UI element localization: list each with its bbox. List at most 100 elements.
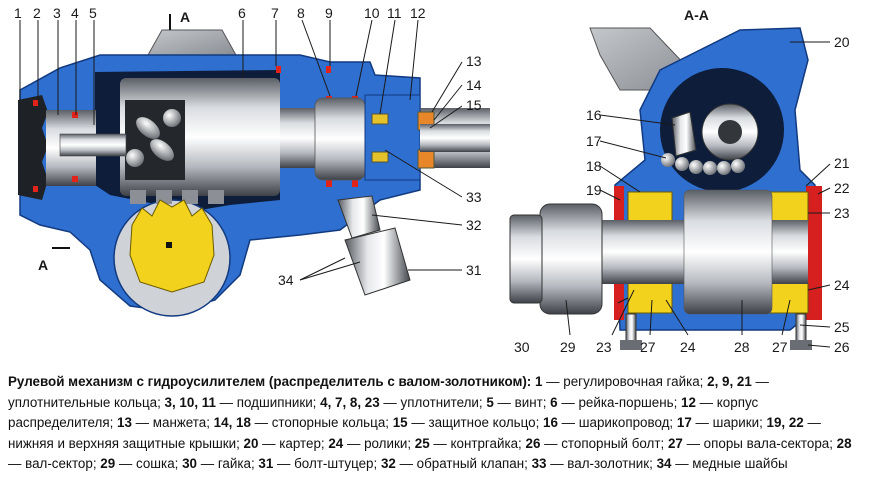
caption-item-number: 19, 22 [766, 415, 804, 430]
caption-item-text: — опоры вала-сектора; [682, 435, 837, 451]
caption-item-number: 25 [414, 435, 430, 451]
label-26: 26 [834, 339, 850, 355]
caption-title: Рулевой механизм с гидроусилителем (расп… [8, 374, 532, 389]
caption-item-number: 3, 10, 11 [164, 394, 216, 410]
caption-item-text: — шарики; [691, 415, 767, 430]
label-23-left: 23 [596, 339, 612, 355]
caption-item-text: — гайка; [197, 456, 259, 471]
input-shaft [420, 124, 490, 152]
label-12: 12 [410, 5, 426, 21]
worm-shaft-hub [718, 120, 742, 144]
steering-gear-diagram: A A 1 2 3 4 5 6 7 8 9 10 11 12 13 14 15 … [14, 5, 850, 355]
label-8: 8 [297, 5, 305, 21]
label-30: 30 [514, 339, 530, 355]
caption-item-text: — контргайка; [429, 435, 526, 451]
caption-item-text: — манжета; [131, 415, 214, 430]
caption-item-text: — нижняя и верхняя защитные крышки; [8, 415, 821, 451]
caption-item-text: — винт; [493, 394, 551, 410]
caption-item-number: 6 [550, 394, 558, 410]
caption-item-number: 32 [380, 456, 396, 471]
union-bolt [344, 227, 411, 296]
housing-bracket [147, 29, 237, 56]
caption-item-number: 14, 18 [213, 415, 251, 430]
caption-item-number: 26 [525, 435, 541, 451]
end-seals [33, 100, 78, 192]
end-screw [59, 133, 127, 157]
label-27-left: 27 [640, 339, 656, 355]
bottom-bolts [620, 313, 812, 350]
section-mark-side: A [38, 257, 48, 273]
label-27-right: 27 [772, 339, 788, 355]
ball-guide [671, 111, 697, 157]
caption-item-number: 17 [676, 415, 692, 430]
label-33: 33 [466, 189, 482, 205]
leaders-left [19, 19, 463, 281]
caption-item-text: — болт-штуцер; [273, 456, 381, 471]
label-29: 29 [560, 339, 576, 355]
caption-item-text: — защитное кольцо; [407, 415, 544, 430]
caption-item-number: 20 [243, 435, 259, 451]
caption-item-number: 34 [656, 456, 672, 471]
caption-item-number: 27 [667, 435, 683, 451]
caption-item-text: — обратный клапан; [395, 456, 532, 471]
label-25: 25 [834, 319, 850, 335]
caption-item-number: 13 [117, 415, 132, 430]
label-24-left: 24 [680, 339, 696, 355]
caption-item-number: 24 [328, 435, 344, 451]
spool-valve-collar [314, 97, 366, 181]
bearing-right [371, 151, 389, 163]
label-7: 7 [271, 5, 279, 21]
cuff-seal-lower [417, 149, 435, 169]
label-34: 34 [278, 272, 294, 288]
sector-support-left-bottom [627, 282, 673, 314]
label-9: 9 [325, 5, 333, 21]
caption-item-number: 31 [258, 456, 274, 471]
check-valve [337, 195, 381, 239]
label-19: 19 [586, 182, 602, 198]
label-21: 21 [834, 155, 850, 171]
caption-item-text: — медные шайбы [671, 456, 788, 471]
caption-item-number: 28 [836, 435, 852, 451]
label-6: 6 [238, 5, 246, 21]
label-22: 22 [834, 180, 850, 196]
label-11: 11 [387, 5, 402, 21]
label-1: 1 [14, 5, 22, 21]
pitman-arm [539, 203, 603, 315]
caption-item-text: — вал-сектор; [8, 456, 101, 471]
caption-item-number: 16 [543, 415, 558, 430]
right-section-view: А-А [509, 7, 850, 355]
caption-item-number: 5 [486, 394, 494, 410]
caption-item-text: — ролики; [343, 435, 415, 451]
sector-support-left-top [627, 191, 673, 223]
sector-center [166, 242, 172, 248]
label-23-right: 23 [834, 205, 850, 221]
label-32: 32 [466, 217, 482, 233]
label-16: 16 [586, 107, 602, 123]
label-3: 3 [53, 5, 61, 21]
caption-item-number: 1 [535, 374, 543, 389]
sector-support-right-top [769, 191, 809, 223]
label-14: 14 [466, 77, 482, 93]
label-4: 4 [71, 5, 79, 21]
label-18: 18 [586, 158, 602, 174]
caption-item-text: — сошка; [115, 456, 183, 471]
label-15: 15 [466, 97, 482, 113]
caption-item-number: 4, 7, 8, 23 [320, 394, 380, 410]
caption-item-number: 29 [100, 456, 116, 471]
left-section-view: A A 1 2 3 4 5 6 7 8 9 10 11 12 13 14 15 … [14, 5, 490, 317]
figure-caption: Рулевой механизм с гидроусилителем (расп… [8, 372, 866, 475]
label-31: 31 [466, 262, 482, 278]
label-5: 5 [89, 5, 97, 21]
caption-item-number: 30 [182, 456, 197, 471]
caption-item-text: — стопорные кольца; [250, 415, 393, 430]
caption-item-text: — вал-золотник; [546, 456, 657, 471]
caption-item-text: — рейка-поршень; [557, 394, 682, 410]
caption-item-text: — уплотнительные кольца; [8, 374, 769, 410]
adjusting-nut [18, 95, 48, 200]
caption-item-text: — корпус распределителя; [8, 394, 759, 431]
caption-item-number: 33 [531, 456, 547, 471]
leaders-right [565, 41, 831, 348]
section-view-title: А-А [684, 7, 709, 23]
upper-cover [806, 186, 822, 320]
caption-item-text: — картер; [258, 435, 329, 451]
